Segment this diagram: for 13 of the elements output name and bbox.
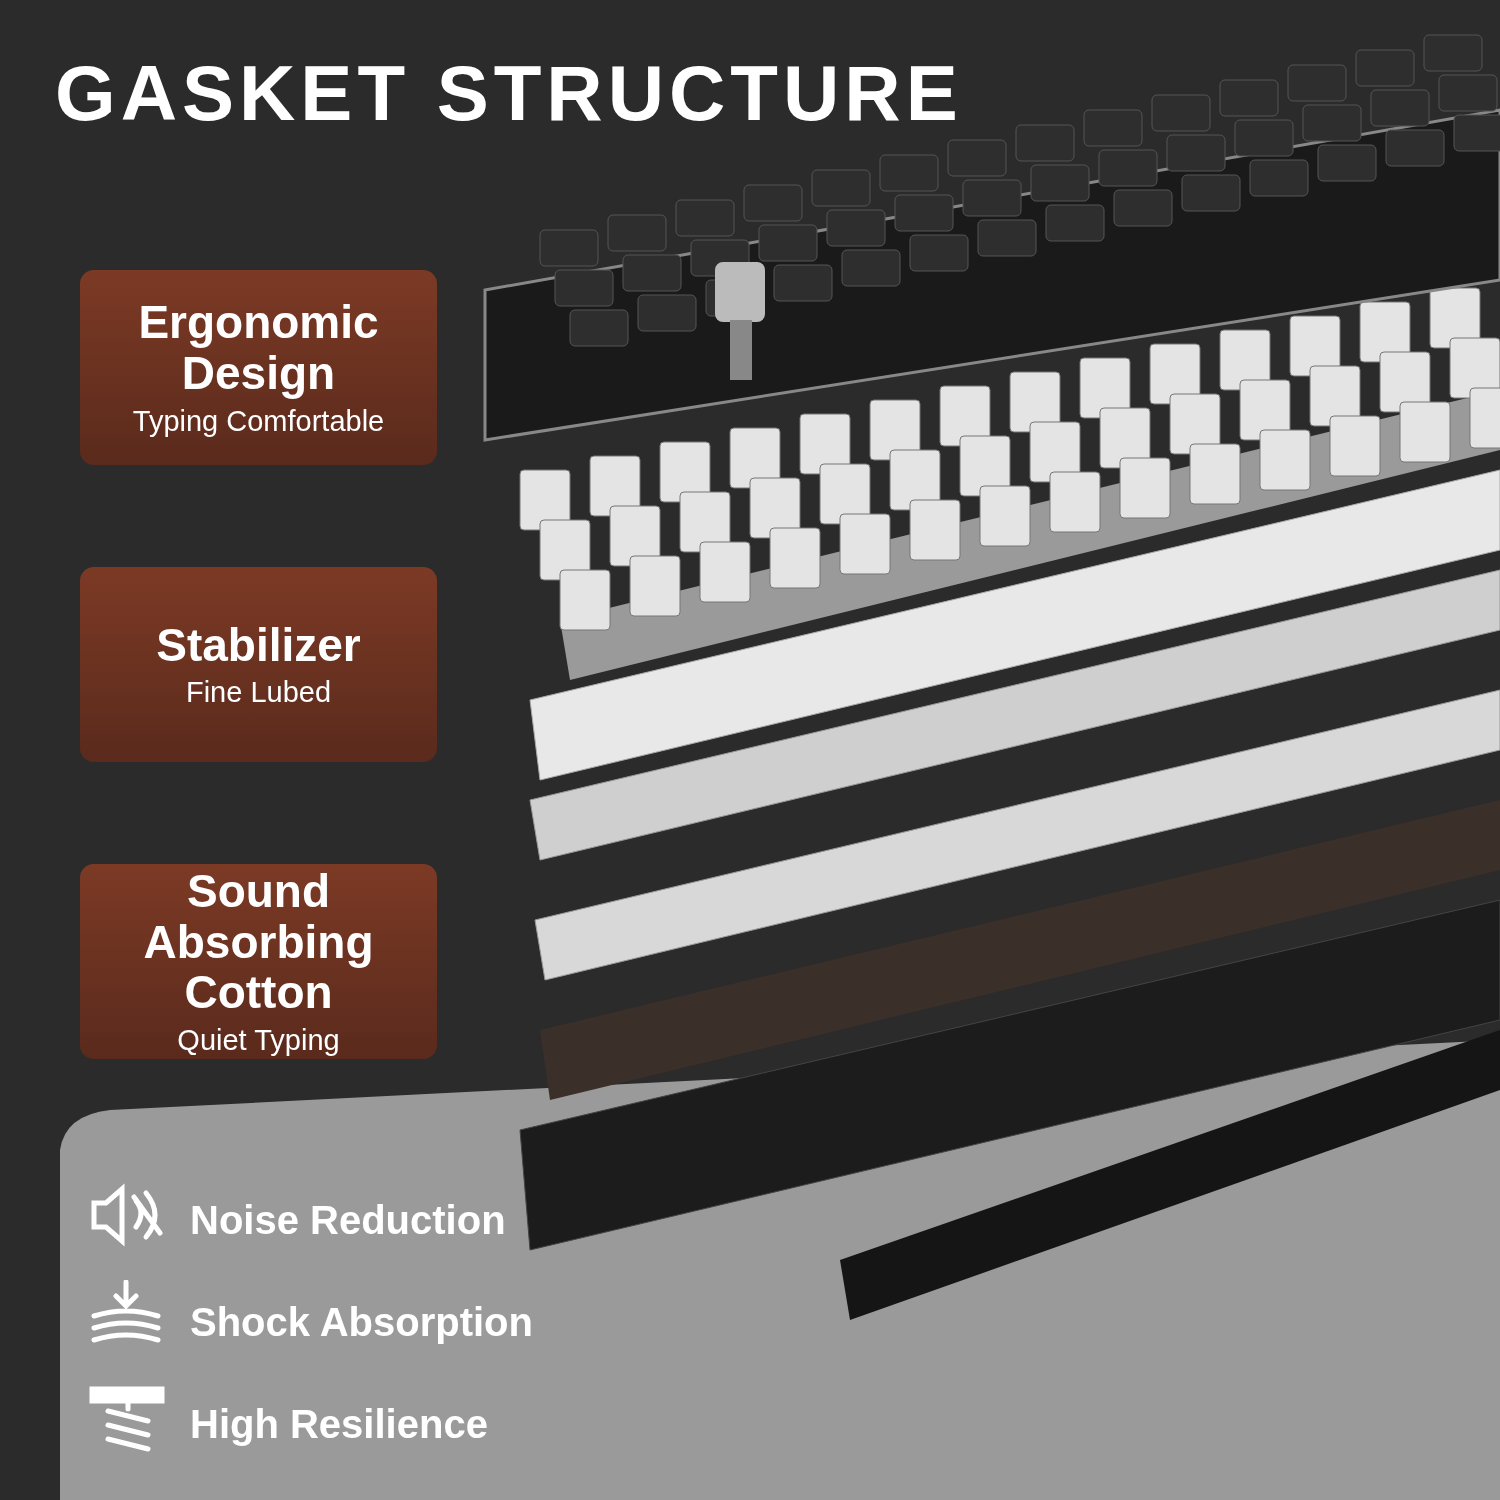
feature-card: [80, 864, 437, 1059]
card-subtitle: Typing Comfortable: [132, 404, 385, 438]
card-subtitle: Fine Lubed: [185, 676, 332, 710]
feature-label: Shock Absorption: [190, 1300, 533, 1345]
title: GASKET STRUCTURE: [55, 48, 963, 139]
card-heading: Stabilizer: [156, 619, 361, 671]
feature-label: High Resilience: [190, 1402, 488, 1447]
card-subtitle: Quiet Typing: [177, 1023, 340, 1057]
card-heading: Sound Absorbing Cotton: [142, 866, 375, 1018]
feature-label: Noise Reduction: [190, 1198, 506, 1243]
feature-card: [80, 567, 437, 762]
card-heading: Ergonomic Design: [137, 297, 380, 399]
feature-card: [80, 270, 437, 465]
